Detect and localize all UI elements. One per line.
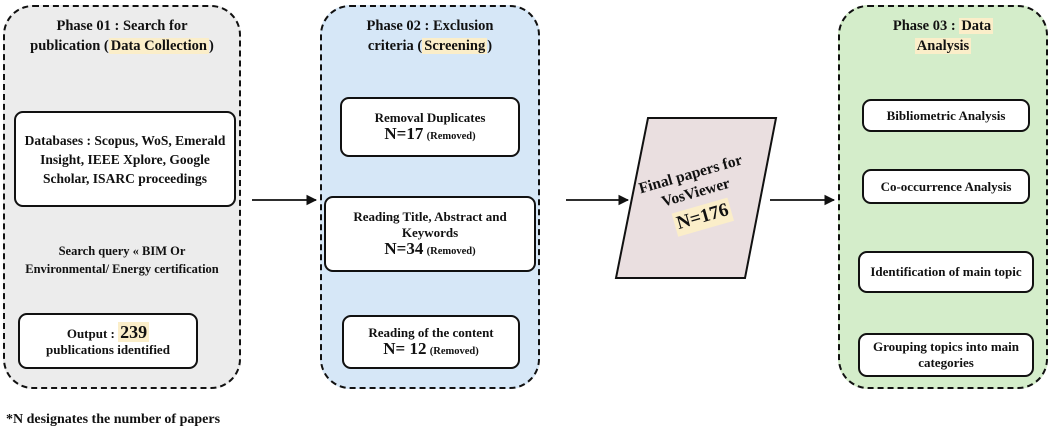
search-query-line1: Search query « BIM Or xyxy=(58,244,186,258)
phase-03-title-line2: Analysis xyxy=(838,36,1048,56)
databases-box-text: Databases : Scopus, WoS, Emerald Insight… xyxy=(24,132,226,186)
co-occurrence-analysis-label: Co-occurrence Analysis xyxy=(880,178,1012,194)
phase-01-title-post: ) xyxy=(208,38,214,54)
phase-02-title-line1: Phase 02 : Exclusion xyxy=(366,18,494,34)
output-label: Output : xyxy=(66,326,119,341)
removal-duplicates-n: N=17 xyxy=(384,123,424,143)
grouping-topics-box: Grouping topics into main categories xyxy=(858,333,1034,377)
removal-duplicates-count: N=17 (Removed) xyxy=(384,123,476,145)
bibliometric-analysis-label: Bibliometric Analysis xyxy=(886,107,1006,123)
reading-content-n: N= 12 xyxy=(383,338,427,358)
reading-title-count: N=34 (Removed) xyxy=(384,238,476,260)
databases-box: Databases : Scopus, WoS, Emerald Insight… xyxy=(14,111,236,207)
phase-01-title-line2: publication (Data Collection) xyxy=(3,36,241,56)
output-value: 239 xyxy=(118,322,150,342)
phase-01-title: Phase 01 : Search for publication (Data … xyxy=(3,16,241,56)
reading-content-count: N= 12 (Removed) xyxy=(383,338,479,360)
output-box: Output : 239 publications identified xyxy=(18,313,198,369)
phase-02-title: Phase 02 : Exclusion criteria (Screening… xyxy=(320,16,540,56)
output-line2: publications identified xyxy=(46,342,170,357)
output-line1: Output : 239 xyxy=(66,322,150,342)
removal-duplicates-label: Removal Duplicates xyxy=(374,109,486,125)
search-query-text: Search query « BIM Or Environmental/ Ene… xyxy=(3,242,241,278)
phase-03-title-pre: Phase 03 : xyxy=(892,18,960,34)
phase-03-title-highlight1: Data xyxy=(959,18,994,34)
reading-title-label: Reading Title, Abstract and Keywords xyxy=(353,208,507,240)
identification-main-topic-label: Identification of main topic xyxy=(870,264,1022,279)
reading-content-box: Reading of the content N= 12 (Removed) xyxy=(342,315,520,369)
phase-01-title-highlight: Data Collection xyxy=(108,38,209,54)
bibliometric-analysis-box: Bibliometric Analysis xyxy=(862,99,1030,132)
final-papers-parallelogram xyxy=(614,117,778,279)
search-query-line2: Environmental/ Energy certification xyxy=(25,262,219,276)
phase-03-title: Phase 03 : Data Analysis xyxy=(838,16,1048,56)
phase-02-title-pre: criteria ( xyxy=(367,38,423,54)
co-occurrence-analysis-box: Co-occurrence Analysis xyxy=(862,169,1030,204)
phase-03-title-highlight2: Analysis xyxy=(914,38,972,54)
phase-02-title-line2: criteria (Screening) xyxy=(320,36,540,56)
removal-duplicates-suffix: (Removed) xyxy=(426,130,476,142)
footnote: *N designates the number of papers xyxy=(6,412,221,427)
reading-title-suffix: (Removed) xyxy=(426,245,476,257)
grouping-topics-label: Grouping topics into main categories xyxy=(872,339,1020,370)
reading-content-label: Reading of the content xyxy=(368,324,494,340)
identification-main-topic-box: Identification of main topic xyxy=(858,251,1034,293)
phase-02-title-highlight: Screening xyxy=(422,38,488,54)
reading-title-n: N=34 xyxy=(384,238,424,258)
reading-title-box: Reading Title, Abstract and Keywords N=3… xyxy=(324,196,536,272)
phase-01-title-line1: Phase 01 : Search for xyxy=(56,18,188,34)
phase-01-title-pre: publication ( xyxy=(30,38,109,54)
removal-duplicates-box: Removal Duplicates N=17 (Removed) xyxy=(340,97,520,157)
reading-content-suffix: (Removed) xyxy=(429,345,479,357)
phase-02-title-post: ) xyxy=(487,38,493,54)
phase-03-title-line1: Phase 03 : Data xyxy=(838,16,1048,36)
